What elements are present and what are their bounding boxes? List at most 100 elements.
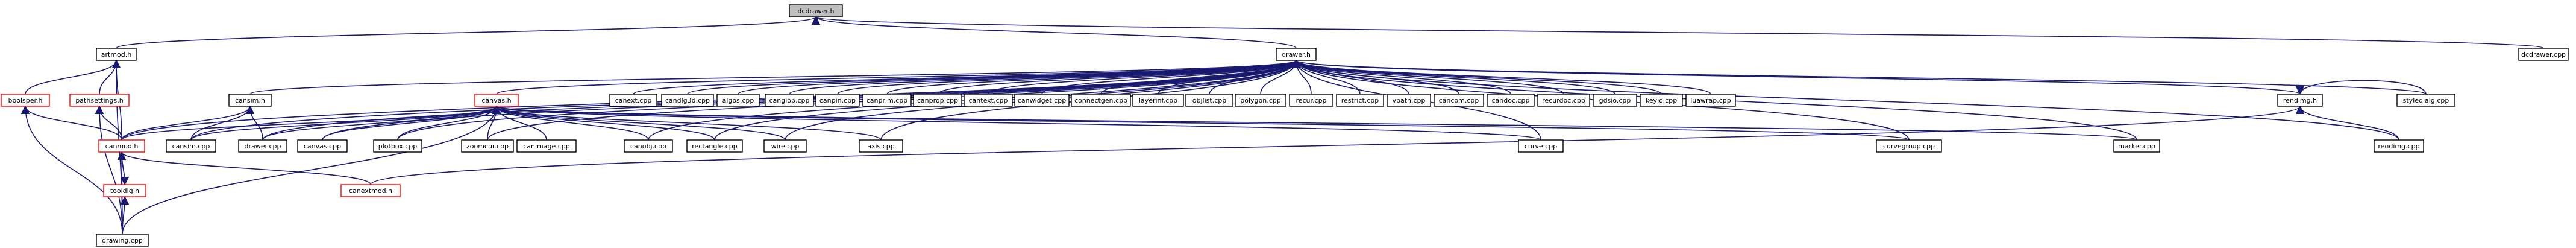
node-canobj-cpp[interactable]: canobj.cpp bbox=[624, 139, 673, 153]
edge-luawrap_cpp-to-drawer_h bbox=[1292, 59, 1711, 95]
edge-cansim_h-to-drawer_h bbox=[249, 59, 1300, 95]
edge-canobj_cpp-to-canvas_h bbox=[492, 105, 649, 141]
node-box bbox=[1071, 94, 1131, 107]
node-box bbox=[1640, 94, 1683, 107]
node-luawrap-cpp[interactable]: luawrap.cpp bbox=[1685, 94, 1736, 107]
edge-canextmod_h-to-canmod_h bbox=[117, 151, 371, 185]
node-layerinf-cpp[interactable]: layerinf.cpp bbox=[1132, 94, 1184, 107]
edge-artmod_h-to-dcdrawer_h bbox=[116, 16, 820, 49]
edge-canmod_h-to-tooldlg_h bbox=[120, 151, 130, 186]
node-label: pathsettings.h bbox=[75, 97, 123, 104]
node-canprop-cpp[interactable]: canprop.cpp bbox=[913, 94, 962, 107]
node-drawing-cpp[interactable]: drawing.cpp bbox=[96, 234, 149, 247]
node-label: dcdrawer.cpp bbox=[2521, 51, 2566, 59]
node-plotbox-cpp[interactable]: plotbox.cpp bbox=[373, 139, 422, 153]
edge-canmod_h-to-boolsper_h bbox=[20, 105, 122, 141]
node-vpath-cpp[interactable]: vpath.cpp bbox=[1387, 94, 1431, 107]
node-curve-cpp[interactable]: curve.cpp bbox=[1518, 139, 1564, 153]
node-candoc-cpp[interactable]: candoc.cpp bbox=[1487, 94, 1535, 107]
node-objlist-cpp[interactable]: objlist.cpp bbox=[1185, 94, 1233, 107]
node-label: luawrap.cpp bbox=[1690, 97, 1731, 104]
edge-boolsper_h-to-artmod_h bbox=[25, 59, 121, 95]
node-box bbox=[763, 139, 807, 153]
node-label: wire.cpp bbox=[771, 142, 800, 150]
node-box bbox=[1235, 94, 1286, 107]
node-box bbox=[765, 94, 814, 107]
node-dcdrawer-h[interactable]: dcdrawer.h bbox=[789, 4, 843, 17]
node-box bbox=[1434, 94, 1484, 107]
node-algos-cpp[interactable]: algos.cpp bbox=[716, 94, 760, 107]
node-box bbox=[1132, 94, 1184, 107]
edge-drawing_cpp-to-canvas_h bbox=[122, 105, 501, 235]
node-wire-cpp[interactable]: wire.cpp bbox=[763, 139, 807, 153]
node-zoomcur-cpp[interactable]: zoomcur.cpp bbox=[461, 139, 514, 153]
node-box bbox=[2277, 94, 2323, 107]
node-cansim-cpp[interactable]: cansim.cpp bbox=[166, 139, 216, 153]
edge-drawer_cpp-to-cansim_h bbox=[245, 105, 263, 141]
node-restrict-cpp[interactable]: restrict.cpp bbox=[1336, 94, 1384, 107]
edge-cansim_cpp-to-canvas_h bbox=[190, 105, 501, 141]
node-marker-cpp[interactable]: marker.cpp bbox=[2113, 139, 2160, 153]
node-label: recurdoc.cpp bbox=[1542, 97, 1585, 104]
node-cantext-cpp[interactable]: cantext.cpp bbox=[964, 94, 1013, 107]
node-drawer-cpp[interactable]: drawer.cpp bbox=[238, 139, 287, 153]
node-axis-cpp[interactable]: axis.cpp bbox=[859, 139, 903, 153]
node-label: marker.cpp bbox=[2118, 142, 2155, 150]
node-canvas-cpp[interactable]: canvas.cpp bbox=[297, 139, 348, 153]
node-gdsio-cpp[interactable]: gdsio.cpp bbox=[1593, 94, 1637, 107]
node-label: canvas.h bbox=[481, 97, 511, 104]
node-recur-cpp[interactable]: recur.cpp bbox=[1289, 94, 1333, 107]
node-tooldlg-h[interactable]: tooldlg.h bbox=[103, 184, 146, 197]
edge-rendimg_cpp-to-rendimg_h bbox=[2295, 105, 2399, 141]
node-canvas-h[interactable]: canvas.h bbox=[474, 94, 519, 107]
edge-dcdrawer_cpp-to-dcdrawer_h bbox=[812, 16, 2544, 49]
node-label: objlist.cpp bbox=[1192, 97, 1226, 104]
edge-axis_cpp-to-canvas_h bbox=[492, 105, 882, 141]
node-box bbox=[166, 139, 216, 153]
node-box bbox=[1593, 94, 1637, 107]
node-artmod-h[interactable]: artmod.h bbox=[96, 48, 137, 61]
node-drawer-h[interactable]: drawer.h bbox=[1276, 48, 1317, 61]
node-connectgen-cpp[interactable]: connectgen.cpp bbox=[1071, 94, 1131, 107]
node-recurdoc-cpp[interactable]: recurdoc.cpp bbox=[1537, 94, 1590, 107]
node-box bbox=[340, 184, 401, 197]
node-dcdrawer-cpp[interactable]: dcdrawer.cpp bbox=[2518, 48, 2569, 61]
node-canextmod-h[interactable]: canextmod.h bbox=[340, 184, 401, 197]
edge-canvas_cpp-to-canvas_h bbox=[322, 105, 501, 141]
node-box bbox=[624, 139, 673, 153]
node-box bbox=[815, 94, 860, 107]
node-canext-cpp[interactable]: canext.cpp bbox=[609, 94, 657, 107]
edge-curvegroup_cpp-to-canvas_h bbox=[492, 105, 1910, 141]
node-canprim-cpp[interactable]: canprim.cpp bbox=[862, 94, 912, 107]
node-box bbox=[228, 94, 272, 107]
node-canmod-h[interactable]: canmod.h bbox=[98, 139, 145, 153]
node-label: cansim.cpp bbox=[172, 142, 210, 150]
node-label: vpath.cpp bbox=[1392, 97, 1425, 104]
node-candlg3d-cpp[interactable]: candlg3d.cpp bbox=[661, 94, 714, 107]
node-boolsper-h[interactable]: boolsper.h bbox=[1, 94, 50, 107]
node-canimage-cpp[interactable]: canimage.cpp bbox=[516, 139, 577, 153]
node-polygon-cpp[interactable]: polygon.cpp bbox=[1235, 94, 1286, 107]
node-rectangle-cpp[interactable]: rectangle.cpp bbox=[686, 139, 743, 153]
node-box bbox=[661, 94, 714, 107]
node-keyio-cpp[interactable]: keyio.cpp bbox=[1640, 94, 1683, 107]
node-label: canwidget.cpp bbox=[1018, 97, 1066, 104]
edge-wire_cpp-to-canvas_h bbox=[492, 105, 786, 141]
node-styledialg-cpp[interactable]: styledialg.cpp bbox=[2396, 94, 2455, 107]
edge-styledialg_cpp-to-drawer_h bbox=[1292, 59, 2427, 95]
node-label: keyio.cpp bbox=[1646, 97, 1677, 104]
node-box bbox=[2518, 48, 2569, 61]
node-label: plotbox.cpp bbox=[378, 142, 417, 150]
node-pathsettings-h[interactable]: pathsettings.h bbox=[69, 94, 130, 107]
node-rendimg-cpp[interactable]: rendimg.cpp bbox=[2374, 139, 2424, 153]
node-canglob-cpp[interactable]: canglob.cpp bbox=[765, 94, 814, 107]
node-cancom-cpp[interactable]: cancom.cpp bbox=[1434, 94, 1484, 107]
node-box bbox=[2113, 139, 2160, 153]
node-cansim-h[interactable]: cansim.h bbox=[228, 94, 272, 107]
node-label: cancom.cpp bbox=[1439, 97, 1479, 104]
node-rendimg-h[interactable]: rendimg.h bbox=[2277, 94, 2323, 107]
node-curvegroup-cpp[interactable]: curvegroup.cpp bbox=[1876, 139, 1942, 153]
node-canpin-cpp[interactable]: canpin.cpp bbox=[815, 94, 860, 107]
node-canwidget-cpp[interactable]: canwidget.cpp bbox=[1014, 94, 1070, 107]
